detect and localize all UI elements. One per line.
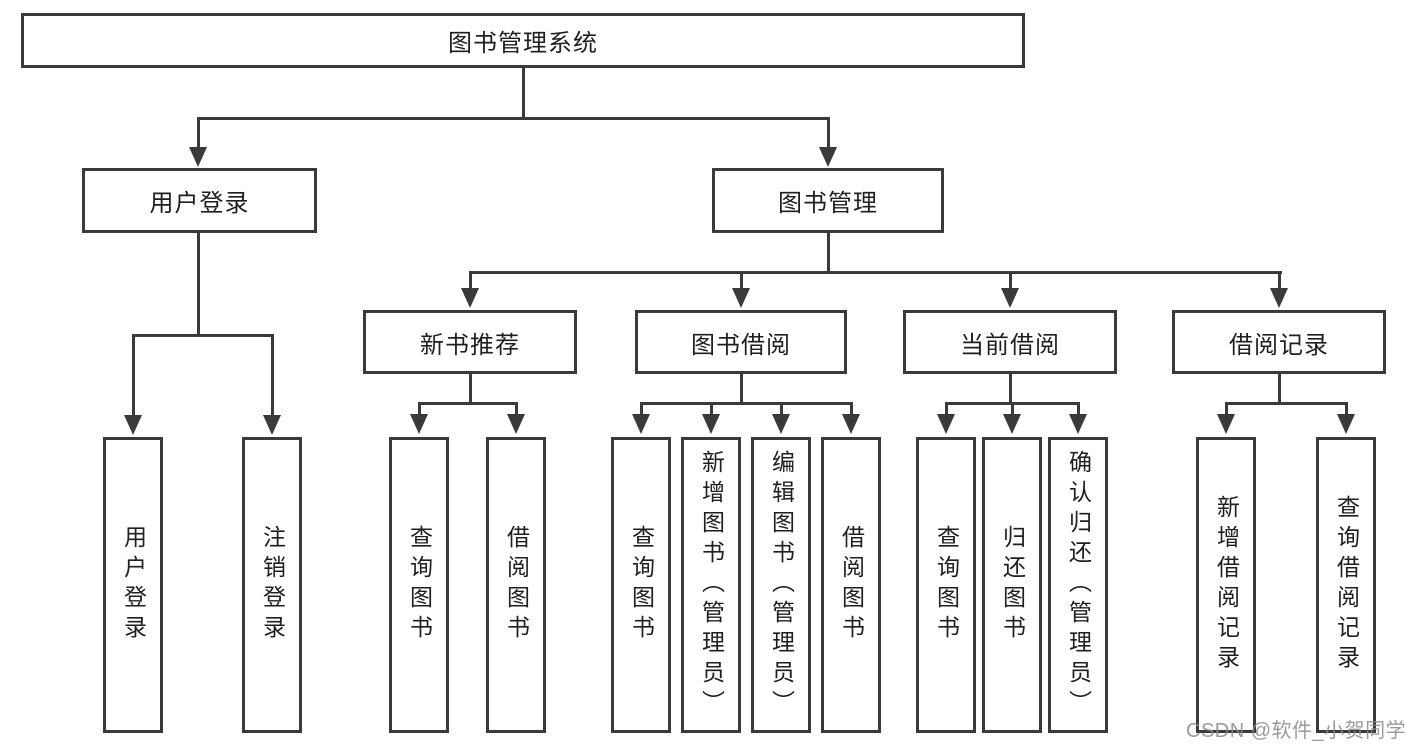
connector-to-leaf [710,402,713,415]
arrow-down-icon [507,414,525,434]
node-book-borrowing: 图书借阅 [635,310,847,374]
connector-book-mgmt-branch [469,271,1282,274]
leaf-logout: 注销登录 [242,437,302,733]
connector-to-new-book [469,271,472,288]
arrow-down-icon [1001,288,1019,308]
connector-user-login-branch [132,334,274,337]
arrow-down-icon [1069,414,1087,434]
csdn-watermark: CSDN @软件_小贺同学 [1186,720,1405,742]
leaf-add-books-admin: 新增图书（管理员） [681,437,741,733]
connector-to-leaf [271,334,274,415]
connector-root-branch [197,117,830,120]
leaf-query-borrow-record: 查询借阅记录 [1316,437,1376,733]
arrow-down-icon [1337,414,1355,434]
connector-to-leaf [1077,402,1080,415]
leaf-confirm-return-admin: 确认归还（管理员） [1048,437,1108,733]
arrow-down-icon [1003,414,1021,434]
connector-to-leaf [418,402,421,415]
connector-user-login-stem [197,232,200,337]
arrow-down-icon [1217,414,1235,434]
node-user-login: 用户登录 [82,168,317,233]
connector-to-leaf [1345,402,1348,415]
connector-current-borrow-stem [1009,373,1012,405]
arrow-down-icon [124,415,142,435]
connector-borrow-records-stem [1278,373,1281,405]
arrow-down-icon [461,288,479,308]
connector-to-leaf [850,402,853,415]
connector-root-stem [522,68,525,118]
connector-to-leaf [780,402,783,415]
connector-new-book-stem [469,373,472,405]
arrow-down-icon [1270,288,1288,308]
connector-to-current-borrow [1009,271,1012,288]
connector-borrow-records-branch [1225,402,1347,405]
connector-to-leaf [945,402,948,415]
arrow-down-icon [189,147,207,167]
leaf-edit-books-admin: 编辑图书（管理员） [751,437,811,733]
connector-book-borrow-branch [640,402,852,405]
connector-new-book-branch [418,402,518,405]
connector-book-mgmt-stem [827,232,830,274]
leaf-borrow-books: 借阅图书 [486,437,546,733]
leaf-query-books: 查询图书 [389,437,449,733]
arrow-down-icon [632,414,650,434]
connector-to-leaf [515,402,518,415]
node-library-system: 图书管理系统 [21,13,1025,68]
leaf-add-borrow-record: 新增借阅记录 [1196,437,1256,733]
leaf-query-books: 查询图书 [916,437,976,733]
arrow-down-icon [263,415,281,435]
arrow-down-icon [410,414,428,434]
arrow-down-icon [702,414,720,434]
arrow-down-icon [937,414,955,434]
node-book-management: 图书管理 [712,168,944,233]
leaf-return-books: 归还图书 [982,437,1042,733]
connector-to-user-login [197,117,200,148]
connector-to-leaf [1011,402,1014,415]
connector-to-leaf [132,334,135,415]
connector-to-leaf [1225,402,1228,415]
arrow-down-icon [732,288,750,308]
node-current-borrowing: 当前借阅 [903,310,1117,374]
arrow-down-icon [772,414,790,434]
connector-to-leaf [640,402,643,415]
leaf-query-books: 查询图书 [611,437,671,733]
connector-to-book-borrow [740,271,743,288]
connector-to-book-mgmt [827,117,830,148]
leaf-borrow-books: 借阅图书 [821,437,881,733]
arrow-down-icon [842,414,860,434]
connector-to-borrow-records [1278,271,1281,288]
node-new-book-recommend: 新书推荐 [363,310,577,374]
node-borrowing-records: 借阅记录 [1172,310,1386,374]
connector-book-borrow-stem [740,373,743,405]
arrow-down-icon [819,147,837,167]
leaf-user-login: 用户登录 [103,437,163,733]
